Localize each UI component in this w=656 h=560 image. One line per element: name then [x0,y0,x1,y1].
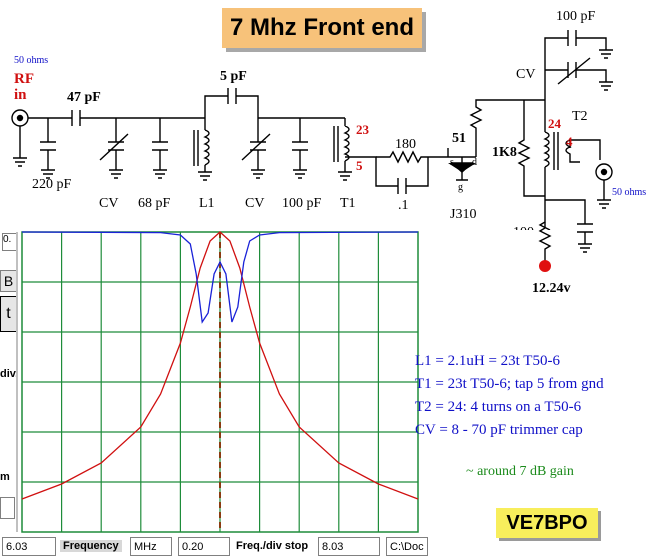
cv-top-label: CV [516,67,535,82]
file-path-field[interactable]: C:\Doc [386,537,428,556]
left-field[interactable] [0,497,15,519]
cv1-label: CV [99,196,118,211]
left-b-button[interactable]: B [0,270,17,292]
notes-block: L1 = 2.1uH = 23t T50-6 T1 = 23t T50-6; t… [415,350,604,442]
stop-frequency-input[interactable]: 8.03 [318,537,380,556]
t2-label: T2 [572,109,588,124]
t1-label: T1 [340,196,356,211]
c-top-label: 100 pF [556,9,596,24]
r180-label: 180 [395,137,416,152]
t2-secondary-label: 4 [566,134,573,149]
note-line: L1 = 2.1uH = 23t T50-6 [415,353,560,369]
freq-div-label: Freq./div stop [236,540,309,552]
c-in-series-label: 47 pF [67,90,101,105]
gain-note: ~ around 7 dB gain [466,464,574,479]
c-bypass-src-label: .1 [398,198,409,213]
left-top-field[interactable]: 0. [2,233,18,251]
start-frequency-input[interactable]: 6.03 [2,537,56,556]
t1-tap-bottom-label: 5 [356,158,363,173]
in-label: in [14,87,27,103]
freq-div-input[interactable]: 0.20 [178,537,230,556]
c68-label: 68 pF [138,196,171,211]
note-line: T2 = 24: 4 turns on a T50-6 [415,399,582,415]
schematic: 50 ohms RF in 47 pF 220 pF CV 68 pF L1 5… [11,9,646,230]
left-m-label: m [0,471,10,483]
left-div-label: div. [0,368,19,380]
pin-g-label: g [458,182,463,193]
rf-label: RF [14,71,34,87]
cv2-label: CV [245,196,264,211]
callsign-label: VE7BPO [496,508,598,538]
note-line: CV = 8 - 70 pF trimmer cap [415,422,583,438]
frequency-label: Frequency [60,540,122,552]
transmission-trace [21,231,419,500]
pin-s-label: s [450,157,454,168]
return-trace [21,231,419,324]
supply-label: 12.24v [532,281,571,296]
pin-d-label: d [472,157,477,168]
c-in-shunt-label: 220 pF [32,177,72,192]
left-t-button[interactable]: t [0,296,17,332]
left-panel-border [16,232,18,532]
c100-label: 100 pF [282,196,322,211]
l1-label: L1 [199,196,215,211]
response-plot [21,231,419,533]
unit-field[interactable]: MHz [130,537,172,556]
c-couple-label: 5 pF [220,69,247,84]
page-title: 7 Mhz Front end [222,8,422,48]
jfet-label: J310 [450,207,476,222]
t1-tap-top-label: 23 [356,122,370,137]
t2-primary-label: 24 [548,116,562,131]
r1k8-label: 1K8 [492,145,517,160]
output-impedance-label: 50 ohms [612,187,646,198]
r51-label: 51 [452,131,466,146]
supply-terminal [539,260,551,272]
r100-label: 100 [513,225,534,230]
note-line: T1 = 23t T50-6; tap 5 from gnd [415,376,604,392]
supply-section: 12.24v [532,210,593,296]
input-impedance-label: 50 ohms [14,55,48,66]
